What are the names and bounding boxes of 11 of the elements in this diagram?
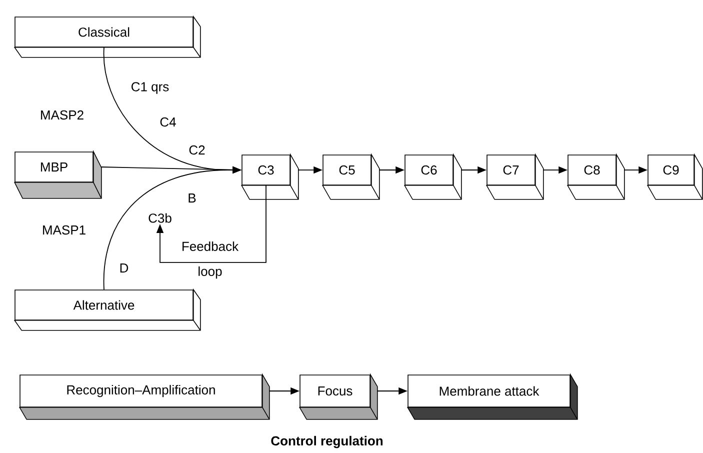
- node-label: C3b: [148, 213, 172, 223]
- arrow: [156, 184, 266, 263]
- label: B: [188, 194, 196, 202]
- label: D: [120, 264, 128, 272]
- label: C2: [189, 145, 205, 155]
- label: Control regulation: [271, 436, 383, 448]
- label: MASP2: [41, 110, 84, 120]
- label: C4: [160, 117, 176, 127]
- label: C1 qrs: [132, 82, 169, 94]
- edge-label: Feedback loop: [182, 241, 239, 279]
- label: MASP1: [43, 225, 86, 235]
